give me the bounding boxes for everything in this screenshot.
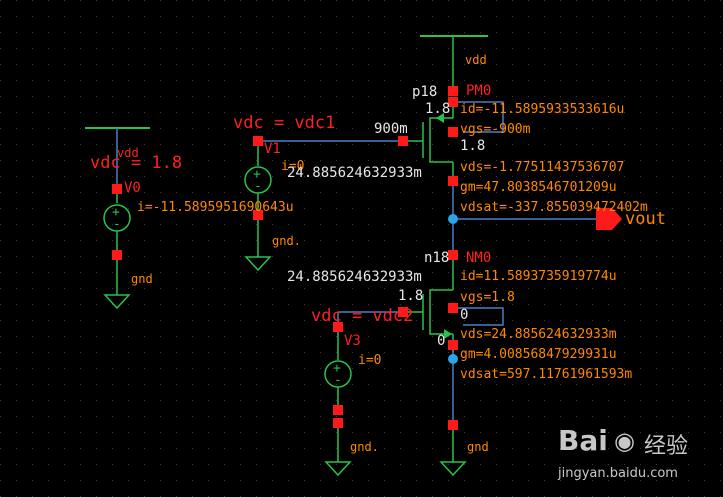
nm0-gate-pin[interactable]	[398, 307, 408, 317]
v0-current: i=-11.5895951690643u	[137, 200, 294, 215]
v1-current: i=0	[281, 159, 305, 174]
pm0-bulk-voltage: 1.8	[460, 138, 486, 154]
pm0-source-pin-2[interactable]	[448, 97, 458, 107]
nm0-vgs: vgs=1.8	[460, 290, 515, 305]
vout-net-label: vout	[625, 209, 666, 229]
pm0-bulk-pin[interactable]	[448, 127, 458, 137]
nm0-vds: vds=24.885624632933m	[460, 327, 617, 342]
svg-text:+: +	[333, 361, 341, 376]
v1-bottom-pin[interactable]	[253, 210, 263, 220]
pm0-gate-pin[interactable]	[398, 136, 408, 146]
pm0-model: p18	[412, 84, 438, 100]
v3-source-symbol[interactable]: + -	[324, 311, 400, 477]
pm0-source-voltage: 1.8	[425, 101, 451, 117]
v1-top-pin[interactable]	[253, 136, 263, 146]
v3-ground-symbol	[324, 461, 352, 477]
pm0-source-pin[interactable]	[448, 86, 458, 96]
v3-instance-name: V3	[344, 333, 361, 349]
v3-gnd-net-label: gnd.	[350, 440, 379, 454]
nm0-source-junction-dot	[448, 354, 458, 364]
nm0-gm: gm=4.00856847929931u	[460, 347, 617, 362]
nm0-drain-node-voltage: 24.885624632933m	[287, 269, 422, 285]
v1-source-symbol[interactable]: + -	[244, 136, 400, 272]
nm0-source-pin[interactable]	[448, 340, 458, 350]
vdd-top-net-label: vdd	[465, 53, 487, 67]
nmos-ground-symbol	[439, 461, 467, 477]
nm0-gate-voltage: 1.8	[398, 288, 424, 304]
nm0-bulk-wire	[458, 307, 504, 326]
paw-icon: ◉	[614, 427, 635, 455]
v1-gate-voltage: 900m	[374, 121, 408, 137]
nm0-model: n18	[424, 250, 450, 266]
nm0-bulk-pin[interactable]	[448, 303, 458, 313]
v3-bottom-pin[interactable]	[333, 405, 343, 415]
v1-instance-name: V1	[264, 141, 281, 157]
svg-text:-: -	[254, 179, 262, 194]
nmos-gnd-net-label: gnd	[467, 440, 489, 454]
v0-top-pin[interactable]	[112, 184, 122, 194]
baidu-watermark: Bai ◉ 经验 jingyan.baidu.com	[558, 424, 718, 490]
watermark-brand-suffix: 经验	[644, 434, 689, 459]
pm0-gm: gm=47.8038546701209u	[460, 180, 617, 195]
svg-text:+: +	[253, 167, 261, 182]
v3-bottom-pin-2[interactable]	[333, 418, 343, 428]
svg-text:-: -	[113, 217, 121, 232]
nm0-bulk-voltage: 0	[460, 307, 469, 323]
pm0-vgs: vgs=-900m	[460, 122, 531, 137]
pm0-instance-name: PM0	[466, 83, 492, 99]
pmos-pm0-symbol[interactable]	[398, 35, 504, 186]
nm0-instance-name: NM0	[466, 250, 492, 266]
pm0-vds: vds=-1.77511437536707	[460, 160, 625, 175]
v0-source-symbol[interactable]: + -	[85, 127, 150, 310]
watermark-url: jingyan.baidu.com	[558, 466, 678, 481]
v1-gnd-net-label: gnd.	[272, 234, 301, 248]
svg-text:-: -	[334, 373, 342, 388]
v1-source-value: vdc = vdc1	[233, 113, 336, 133]
nm0-ground-pin[interactable]	[448, 420, 458, 430]
svg-text:+: +	[112, 205, 120, 220]
pm0-gate-node-voltage: 24.885624632933m	[287, 165, 422, 181]
pm0-bulk-wire	[458, 101, 504, 133]
v1-ground-symbol	[244, 256, 272, 272]
v0-bottom-pin[interactable]	[112, 250, 122, 260]
nmos-nm0-symbol[interactable]	[398, 250, 504, 352]
nm0-drain-pin[interactable]	[448, 250, 458, 260]
v0-gnd-net-label: gnd	[131, 272, 153, 286]
nm0-vdsat: vdsat=597.11761961593m	[460, 367, 633, 382]
v0-vdd-net-label: vdd	[117, 146, 139, 160]
v3-top-pin[interactable]	[333, 322, 343, 332]
v0-source-value: vdc = 1.8	[90, 153, 183, 173]
nm0-source-voltage: 0	[437, 333, 446, 349]
watermark-brand: Bai	[558, 424, 608, 457]
pm0-drain-pin[interactable]	[448, 176, 458, 186]
v3-source-value: vdc = vdc2	[311, 306, 414, 326]
vout-pin-symbol[interactable]	[596, 208, 622, 230]
v0-instance-name: V0	[124, 180, 141, 196]
pm0-vdsat: vdsat=-337.855039472402m	[460, 200, 648, 215]
v3-current: i=0	[358, 353, 382, 368]
v0-ground-symbol	[103, 294, 131, 310]
pm0-id: id=-11.5895933533616u	[460, 102, 625, 117]
vout-junction-dot	[448, 214, 458, 224]
nm0-id: id=11.5893735919774u	[460, 269, 617, 284]
